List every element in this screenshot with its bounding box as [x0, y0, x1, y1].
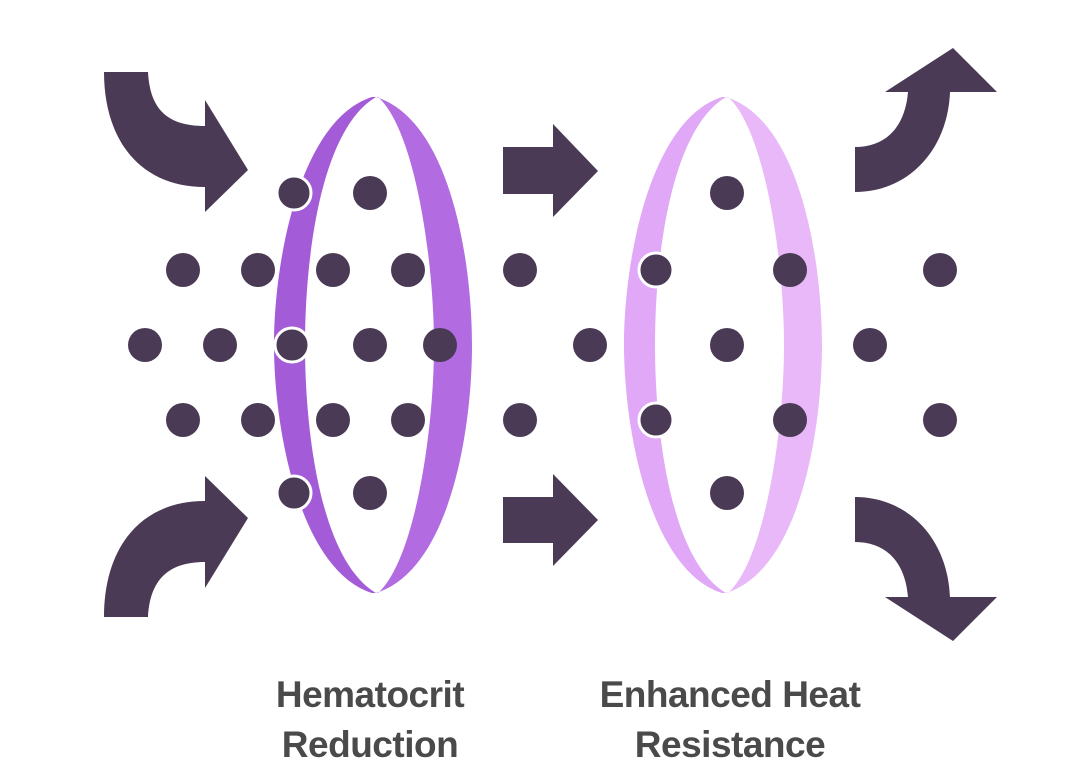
membrane-ring-2-back — [726, 97, 822, 593]
particle — [773, 253, 807, 287]
membrane-ring-2-front — [624, 97, 726, 593]
particle-in-membrane — [273, 326, 311, 364]
caption-hematocrit-reduction: Hematocrit Reduction — [220, 670, 520, 770]
particle-in-membrane — [275, 174, 313, 212]
particle — [166, 403, 200, 437]
particle-in-membrane — [275, 474, 313, 512]
particle — [316, 403, 350, 437]
arrow-right-icon — [503, 124, 598, 217]
membrane-ring-1-back — [376, 97, 472, 593]
particle — [710, 328, 744, 362]
particle — [773, 403, 807, 437]
mid-arrows — [503, 124, 598, 566]
curved-arrow-down-icon — [855, 497, 997, 641]
arrow-right-icon — [503, 474, 598, 566]
caption-enhanced-heat-resistance: Enhanced Heat Resistance — [560, 670, 900, 770]
particle — [203, 328, 237, 362]
particle — [241, 403, 275, 437]
particle — [923, 253, 957, 287]
particle — [353, 476, 387, 510]
particle — [316, 253, 350, 287]
curved-arrow-up-icon — [855, 48, 997, 192]
membrane-ring-1-front — [274, 97, 376, 593]
particle — [391, 253, 425, 287]
particle — [166, 253, 200, 287]
particles — [128, 176, 957, 510]
curved-arrow-up-right-icon — [104, 476, 248, 617]
particle — [710, 176, 744, 210]
outflow-arrows — [855, 48, 997, 641]
particle — [128, 328, 162, 362]
particle — [923, 403, 957, 437]
particle — [573, 328, 607, 362]
particle — [391, 403, 425, 437]
curved-arrow-down-right-icon — [104, 72, 248, 212]
particle-in-membrane — [637, 251, 675, 289]
particle-in-membrane — [637, 401, 675, 439]
caption-heat-line1: Enhanced Heat — [599, 674, 861, 715]
particle — [353, 328, 387, 362]
particle — [241, 253, 275, 287]
caption-heat-line2: Resistance — [634, 724, 826, 765]
particle — [853, 328, 887, 362]
particle — [710, 476, 744, 510]
particle — [353, 176, 387, 210]
inflow-arrows — [104, 72, 248, 617]
caption-hematocrit-line1: Hematocrit — [275, 674, 465, 715]
particle — [503, 403, 537, 437]
membrane-particles — [273, 174, 675, 512]
particle — [503, 253, 537, 287]
caption-hematocrit-line2: Reduction — [281, 724, 459, 765]
particle — [423, 328, 457, 362]
